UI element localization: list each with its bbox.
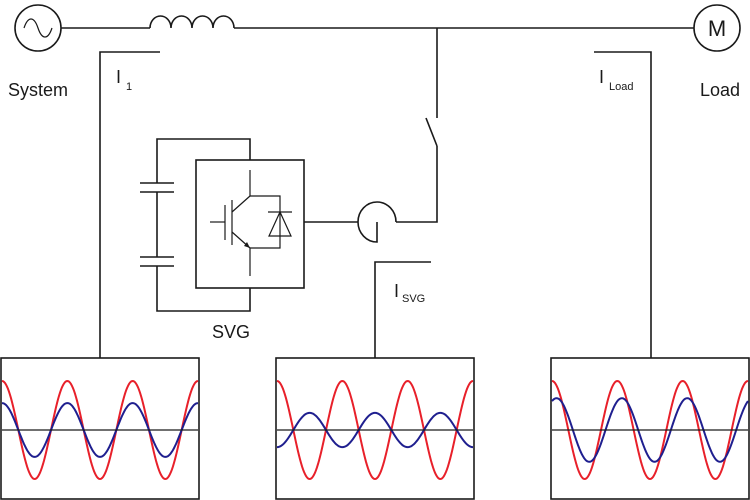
blue-waveform	[551, 397, 749, 463]
iload-measurement-line	[594, 51, 652, 358]
diode-icon	[250, 195, 292, 249]
svg-text:I: I	[599, 67, 604, 87]
ac-source-icon	[14, 4, 62, 52]
i1-measurement-line	[99, 51, 160, 358]
inductor-icon	[149, 15, 235, 29]
motor-icon: M	[693, 4, 741, 52]
blue-waveform	[277, 411, 473, 449]
scope-system	[0, 357, 200, 500]
svg-text:SVG: SVG	[402, 293, 425, 305]
current-transformer-icon	[357, 201, 397, 243]
red-waveform	[551, 379, 749, 481]
isvg-label: I SVG	[394, 281, 425, 305]
i1-label: I 1	[116, 67, 132, 93]
scope-frame	[275, 357, 475, 500]
isvg-measurement-line	[374, 261, 431, 358]
scope-frame	[0, 357, 200, 500]
svg-text:I: I	[394, 281, 399, 301]
motor-symbol: M	[708, 16, 726, 41]
svg-label: SVG	[212, 322, 250, 342]
svg-text:1: 1	[126, 81, 132, 93]
scope-svg	[275, 357, 475, 500]
red-waveform	[1, 379, 199, 481]
svg-text:Load: Load	[609, 81, 633, 93]
svg-text:I: I	[116, 67, 121, 87]
iload-label: I Load	[599, 67, 633, 93]
load-label: Load	[700, 80, 740, 100]
switch-icon	[425, 117, 438, 147]
branch-wire-bottom	[396, 146, 438, 223]
red-waveform	[276, 379, 474, 481]
scope-frame	[550, 357, 750, 500]
blue-waveform	[1, 402, 199, 458]
svg-converter-block	[195, 159, 305, 289]
capacitor-icon	[140, 138, 251, 312]
scope-load	[550, 357, 750, 500]
system-label: System	[8, 80, 68, 100]
igbt-icon	[210, 170, 251, 276]
